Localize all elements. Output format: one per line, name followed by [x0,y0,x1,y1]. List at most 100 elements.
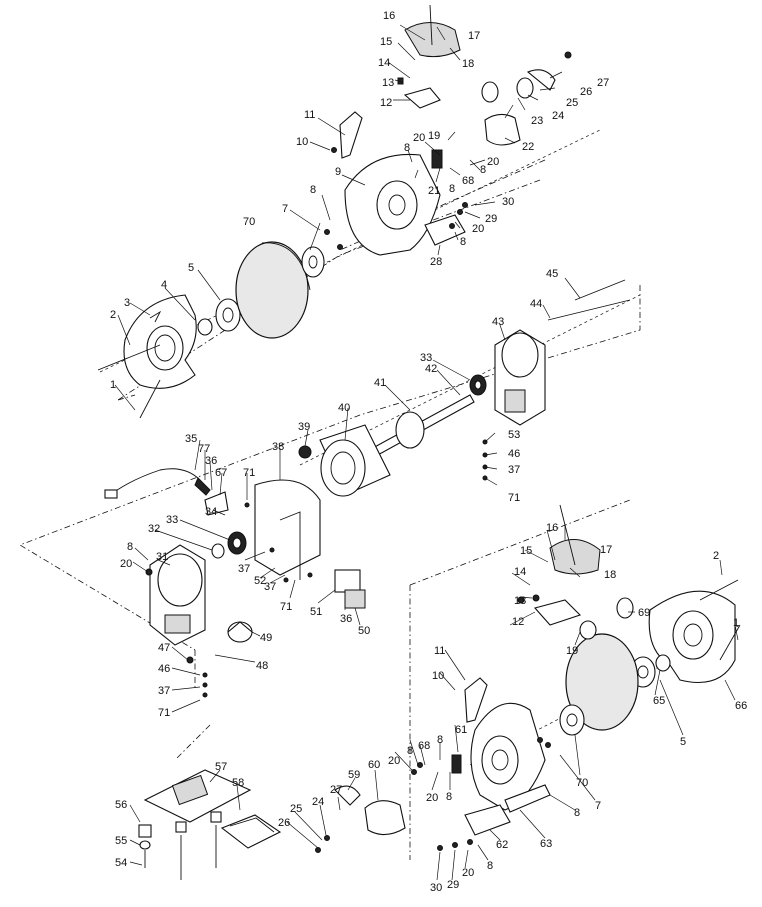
right-lamp-shade [364,800,406,836]
cord-clamp [204,491,229,516]
right-eye-shield-bracket [464,677,488,723]
rotor-shaft [359,394,475,463]
right-eye-shield [549,539,601,575]
callout-23: 23 [531,115,543,127]
left-lamp-socket [516,69,556,99]
callout-36: 36 [205,455,217,467]
callout-20: 20 [388,755,400,767]
callout-49: 49 [260,632,272,644]
tool-tray [220,814,282,849]
callout-2: 2 [110,309,116,321]
callout-8: 8 [407,745,413,757]
callout-24: 24 [552,110,564,122]
right-lamp-shade-holder [334,785,361,806]
callout-9: 9 [335,166,341,178]
callout-67: 67 [215,467,227,479]
assembly-boundary-lines [19,159,641,860]
motor-right-end-bell [494,329,546,426]
callout-68: 68 [418,740,430,752]
callout-33: 33 [420,352,432,364]
callout-29: 29 [447,879,459,891]
bearing-right [469,374,487,396]
callout-60: 60 [368,759,380,771]
callout-46: 46 [158,663,170,675]
left-wheel-flange-outer [215,298,241,332]
right-eye-shield-holder [533,599,582,626]
callout-8: 8 [446,791,452,803]
callout-34: 34 [205,506,217,518]
callout-25: 25 [290,803,302,815]
washer-32 [211,543,225,559]
callout-1: 1 [733,617,739,629]
callout-33: 33 [166,514,178,526]
callout-46: 46 [508,448,520,460]
callout-7: 7 [282,203,288,215]
right-grinding-wheel [565,633,639,731]
callout-15: 15 [380,36,392,48]
leader-lines [114,24,739,881]
callout-10: 10 [432,670,444,682]
callout-8: 8 [449,183,455,195]
callout-68: 68 [462,175,474,187]
callout-30: 30 [502,196,514,208]
callout-51: 51 [310,606,322,618]
callout-50: 50 [358,625,370,637]
callout-40: 40 [338,402,350,414]
callout-14: 14 [378,57,390,69]
left-spark-guard [431,149,443,169]
bolts [97,4,741,853]
callout-61: 61 [455,724,467,736]
callout-19: 19 [428,130,440,142]
motor-housing-38 [254,479,321,580]
callout-labels: 16 17 15 18 14 27 13 26 12 25 24 23 11 2… [110,10,747,894]
left-eye-shield [404,22,461,58]
right-lamp [616,597,634,619]
left-grinding-wheel [235,241,311,339]
base-plate [143,769,252,823]
callout-5: 5 [680,736,686,748]
callout-29: 29 [485,213,497,225]
callout-5: 5 [188,262,194,274]
right-lamp-socket [579,620,597,640]
callout-11: 11 [304,109,315,121]
callout-20: 20 [472,223,484,235]
callout-66: 66 [735,700,747,712]
callout-19: 19 [566,645,578,657]
callout-54: 54 [115,857,127,869]
callout-28: 28 [430,256,442,268]
callout-27: 27 [330,784,342,796]
callout-22: 22 [522,141,534,153]
callout-12: 12 [512,616,524,628]
left-wheel-guard-cover [123,294,197,389]
callout-41: 41 [374,377,386,389]
callout-37: 37 [238,563,250,575]
callout-8: 8 [460,236,466,248]
callout-20: 20 [462,867,474,879]
callout-8: 8 [480,164,486,176]
callout-63: 63 [540,838,552,850]
callout-55: 55 [115,835,127,847]
callout-18: 18 [604,569,616,581]
power-cord [104,468,211,499]
callout-58: 58 [232,777,244,789]
callout-21: 21 [428,185,440,197]
callout-7: 7 [595,800,601,812]
right-wheel-guard-cover [648,590,736,684]
callout-20: 20 [487,156,499,168]
right-wheel-nut [655,654,671,672]
callout-38: 38 [272,441,284,453]
callout-57: 57 [215,761,227,773]
left-lamp [481,81,499,103]
callout-20: 20 [413,132,425,144]
callout-42: 42 [425,363,437,375]
left-lamp-shade [484,113,521,146]
left-eye-shield-bracket [339,111,363,159]
callout-27: 27 [597,77,609,89]
callout-71: 71 [158,707,170,719]
stator [319,424,391,497]
callout-43: 43 [492,316,504,328]
callout-24: 24 [312,796,324,808]
callout-8: 8 [574,807,580,819]
callout-26: 26 [278,817,290,829]
